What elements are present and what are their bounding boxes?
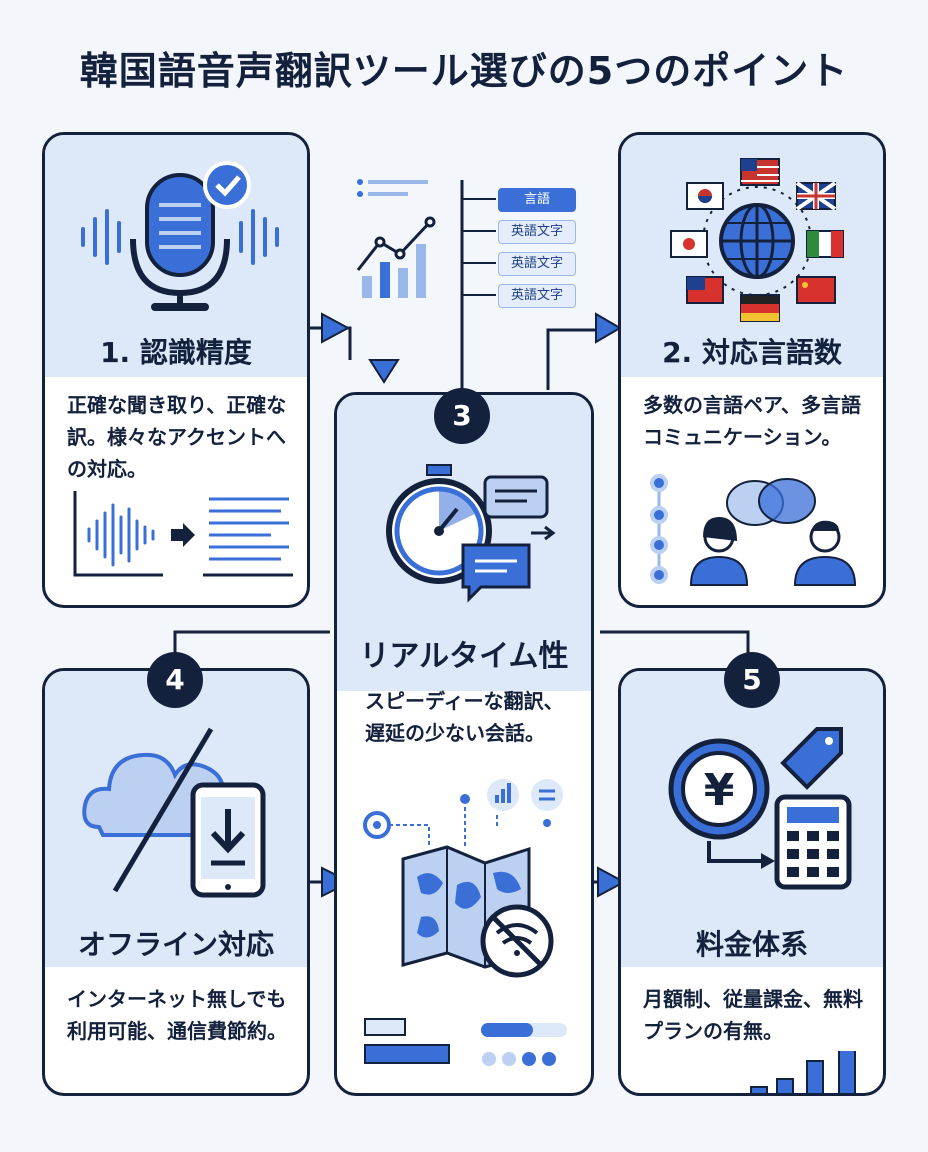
card-supported-languages: 2. 対応言語数 多数の言語ペア、多言語コミュニケーション。 xyxy=(618,132,886,608)
tag-connector-icon xyxy=(462,198,496,296)
step-number-4: 4 xyxy=(147,652,203,708)
step-number-3: 3 xyxy=(434,388,490,444)
tag-item[interactable]: 英語文字 xyxy=(498,220,576,244)
growth-bars-icon xyxy=(750,1051,856,1093)
tag-item[interactable]: 英語文字 xyxy=(498,284,576,308)
tag-item[interactable]: 言語 xyxy=(498,188,576,212)
card-recognition-accuracy: 1. 認識精度 正確な聞き取り、正確な訳。様々なアクセントへの対応。 xyxy=(42,132,310,608)
card-title: 2. 対応言語数 xyxy=(662,336,842,369)
svg-text:¥: ¥ xyxy=(704,765,735,816)
card-title: 料金体系 xyxy=(695,928,808,961)
progress-indicator-icon xyxy=(364,1018,567,1066)
stopwatch-chat-icon xyxy=(386,464,556,603)
card-realtime: リアルタイム性 スピーディーな翻訳、遅延の少ない会話。 xyxy=(334,392,594,1096)
page-title: 韓国語音声翻訳ツール選びの5つのポイント xyxy=(79,49,849,93)
card-description: スピーディーな翻訳、遅延の少ない会話。 xyxy=(365,689,564,745)
globe-flags-icon xyxy=(670,158,844,322)
card-description: インターネット無しでも利用可能、通信費節約。 xyxy=(67,987,287,1043)
card-description: 多数の言語ペア、多言語コミュニケーション。 xyxy=(643,393,861,449)
analytics-chart-icon xyxy=(356,179,436,298)
yen-calculator-icon: ¥ xyxy=(668,727,852,890)
card-offline: オフライン対応 インターネット無しでも利用可能、通信費節約。 xyxy=(42,668,310,1096)
cloud-offline-download-icon xyxy=(82,727,266,898)
card-pricing: ¥ 料金体系 月額制、従量課金、無料プランの有無。 xyxy=(618,668,886,1096)
conversation-people-icon xyxy=(650,474,857,586)
card-title: リアルタイム性 xyxy=(359,639,569,674)
card-description: 正確な聞き取り、正確な訳。様々なアクセントへの対応。 xyxy=(67,393,287,481)
microphone-icon xyxy=(81,161,279,311)
map-offline-icon xyxy=(363,779,563,978)
tag-item[interactable]: 英語文字 xyxy=(498,252,576,276)
card-title: 1. 認識精度 xyxy=(100,336,252,369)
step-number-5: 5 xyxy=(724,652,780,708)
card-title: オフライン対応 xyxy=(77,928,274,961)
speech-to-text-icon xyxy=(73,491,293,577)
card-description: 月額制、従量課金、無料プランの有無。 xyxy=(643,987,863,1043)
